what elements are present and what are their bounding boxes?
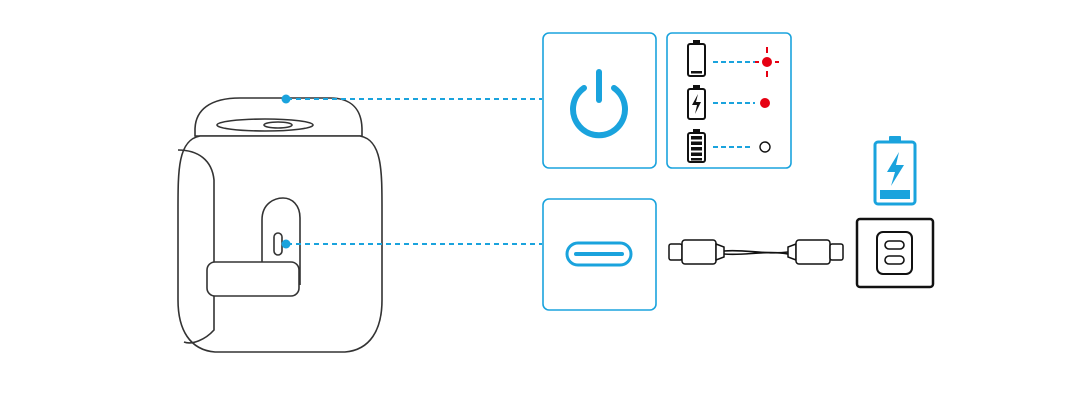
usb-c-port-icon	[565, 241, 633, 267]
usb-c-port-callout	[542, 198, 657, 311]
battery-charging-icon	[873, 136, 917, 206]
wall-charger-icon	[855, 217, 935, 289]
leader-lines	[287, 98, 542, 245]
battery-low-icon	[687, 40, 706, 77]
led-red-solid-icon	[760, 98, 770, 108]
power-button-callout	[542, 32, 657, 169]
port-leader-dot	[281, 239, 291, 249]
usb-c-cable-icon	[668, 239, 844, 265]
power-leader-dot	[281, 94, 291, 104]
led-off-icon	[759, 141, 771, 153]
battery-full-icon	[687, 129, 706, 163]
battery-charging-small-icon	[687, 85, 706, 120]
portable-speaker-icon	[177, 97, 383, 353]
led-status-legend	[666, 32, 792, 169]
power-icon	[570, 69, 628, 139]
led-red-flashing-icon	[755, 47, 779, 77]
